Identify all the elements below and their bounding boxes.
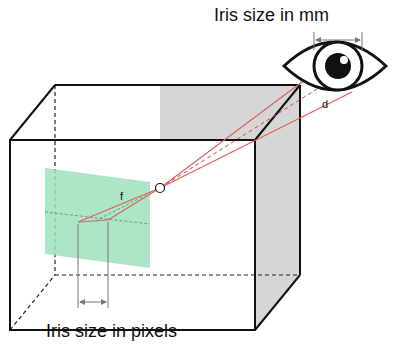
distance-label: d — [322, 98, 328, 110]
projection-rays — [78, 70, 352, 222]
pinhole — [156, 184, 165, 193]
dimension-label: Iris size in pixels — [46, 322, 177, 342]
dimension-label: Iris size in mm — [214, 6, 329, 26]
focal-length-label: f — [120, 190, 123, 202]
image-plane — [45, 168, 150, 268]
camera-inner-shade — [160, 85, 300, 330]
mm-dimension — [314, 32, 362, 50]
eye — [284, 42, 386, 90]
camera-box — [10, 85, 300, 330]
pixel-dimension — [78, 222, 108, 308]
